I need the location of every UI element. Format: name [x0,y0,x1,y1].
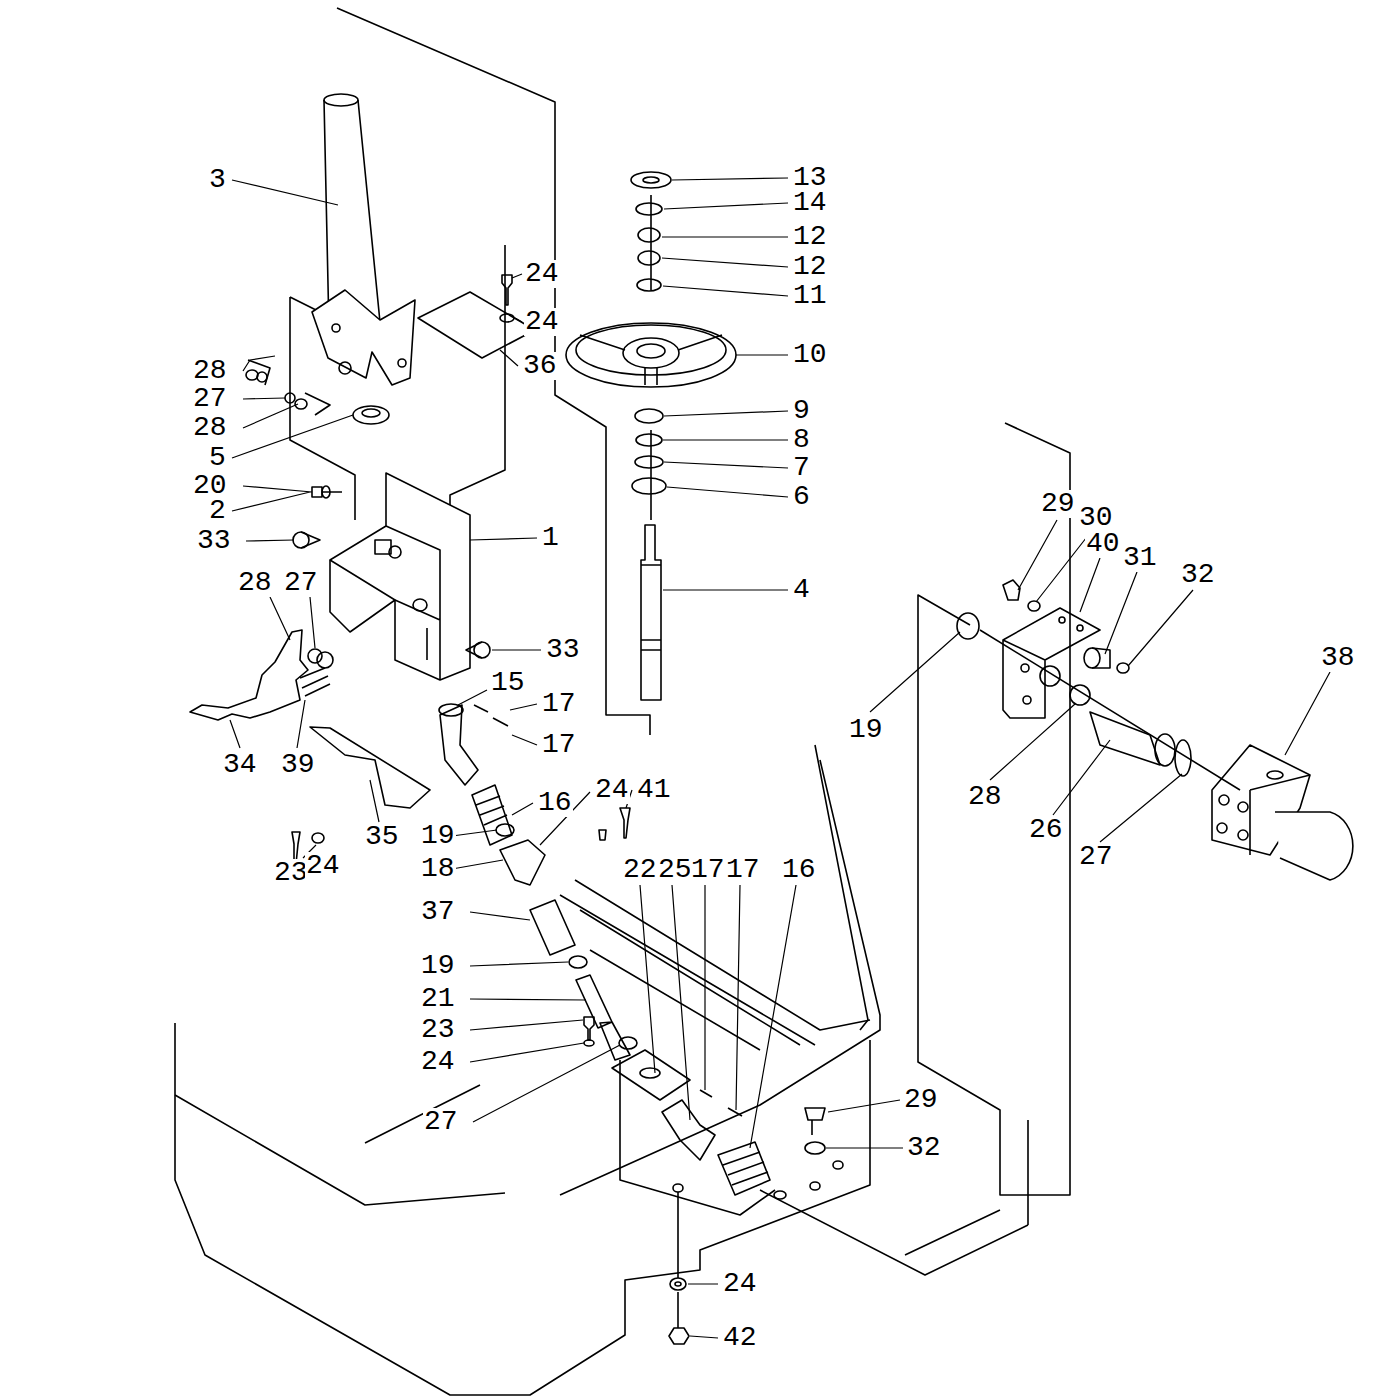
universal-joint [662,1100,715,1160]
callout-number: 33 [545,636,581,664]
callout-number: 35 [364,823,400,851]
callout-number: 24 [524,260,560,288]
callout-number: 22 [622,856,658,884]
callout-number: 24 [420,1048,456,1076]
bushing [957,613,979,639]
motor-bracket [1003,608,1100,718]
pedal-bracket [330,473,470,680]
callout-number: 17 [541,731,577,759]
callout-number: 29 [1040,490,1076,518]
callout-number: 12 [792,253,828,281]
callout-number: 20 [192,472,228,500]
callout-number: 37 [420,898,456,926]
washer [500,314,514,322]
body-outline [175,1095,505,1205]
coupling [530,900,575,955]
callout-number: 32 [1180,561,1216,589]
callout-number: 11 [792,282,828,310]
universal-joint [440,705,478,785]
callout-number: 33 [196,527,232,555]
callout-number: 28 [192,414,228,442]
callout-number: 13 [792,164,828,192]
bellows [718,1142,770,1195]
callout-number: 21 [420,985,456,1013]
cover-plate [310,727,430,808]
callout-number: 36 [522,352,558,380]
callout-number: 7 [792,454,811,482]
bearing [353,406,389,424]
callout-number: 23 [420,1016,456,1044]
mount-plate [612,1050,690,1100]
steering-shaft [641,525,661,700]
callout-number: 39 [280,751,316,779]
callout-number: 25 [657,856,693,884]
callout-number: 6 [792,483,811,511]
frame-line [760,423,1070,1275]
callout-number: 19 [420,952,456,980]
callout-number: 17 [541,690,577,718]
callout-number: 19 [848,716,884,744]
callout-number: 19 [420,822,456,850]
callout-number: 2 [208,497,227,525]
callout-number: 26 [1028,816,1064,844]
callout-number: 32 [906,1134,942,1162]
column-tube [312,94,415,385]
callout-number: 14 [792,189,828,217]
callout-number: 27 [423,1108,459,1136]
body-outline [175,1023,870,1395]
callout-number: 41 [636,776,672,804]
callout-number: 24 [722,1270,758,1298]
callout-number: 27 [283,569,319,597]
bearing [362,409,380,417]
callout-number: 1 [541,524,560,552]
callout-number: 27 [1078,843,1114,871]
callout-number: 29 [903,1086,939,1114]
callout-number: 16 [781,856,817,884]
callout-number: 18 [420,855,456,883]
callout-number: 3 [208,166,227,194]
callout-number: 38 [1320,644,1356,672]
callout-number: 12 [792,223,828,251]
callout-number: 34 [222,751,258,779]
callout-number: 5 [208,444,227,472]
callout-number: 8 [792,426,811,454]
callout-number: 31 [1122,544,1158,572]
brake-pedal [190,630,308,720]
callout-number: 30 [1078,504,1114,532]
callout-number: 28 [237,569,273,597]
body-outline [560,880,870,1215]
callout-number: 27 [192,385,228,413]
callout-number: 23 [273,859,309,887]
callout-number: 24 [594,776,630,804]
callout-number: 10 [792,341,828,369]
callout-number: 15 [490,669,526,697]
leader-line [230,178,1330,1338]
callout-number: 24 [524,308,560,336]
callout-number: 9 [792,397,811,425]
callout-number: 28 [192,357,228,385]
callout-number: 4 [792,576,811,604]
callout-number: 40 [1085,530,1121,558]
callout-number: 28 [967,783,1003,811]
universal-joint [500,840,545,885]
callout-number: 24 [305,852,341,880]
callout-number: 16 [537,789,573,817]
callout-number: 17 [725,856,761,884]
cover-plate [418,292,535,358]
callout-number: 17 [690,856,726,884]
callout-number: 42 [722,1324,758,1352]
bolt [502,275,512,305]
